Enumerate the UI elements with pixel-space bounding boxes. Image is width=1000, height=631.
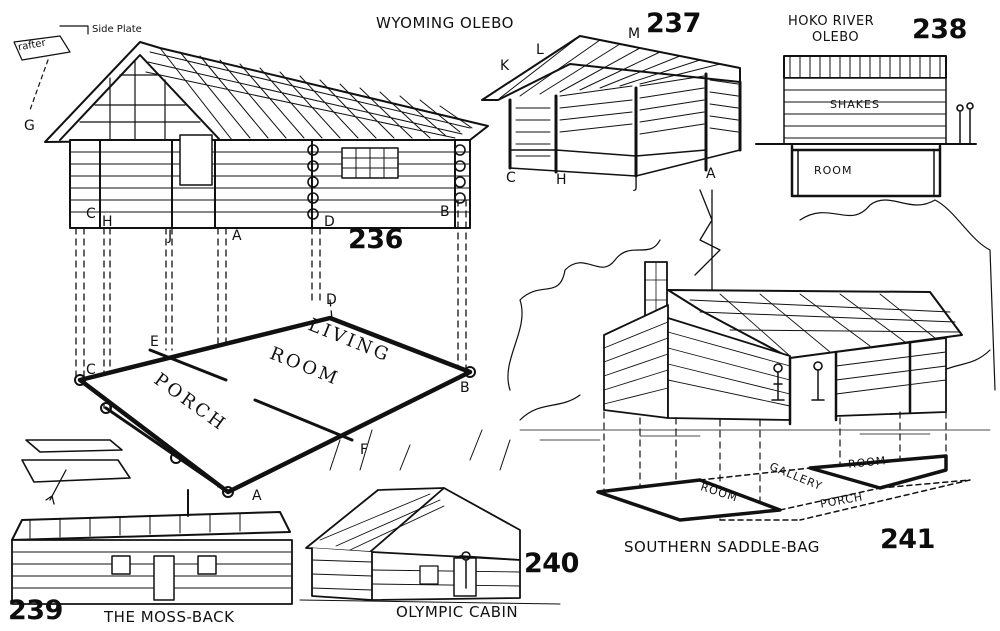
label-237-M: M — [628, 26, 641, 42]
figure-number-236: 236 — [348, 224, 403, 255]
label-E: E — [150, 334, 159, 350]
label-237-J: J — [634, 176, 639, 192]
label-237-A: A — [706, 166, 716, 182]
label-C-top: C — [86, 206, 96, 222]
label-237-K: K — [500, 58, 510, 74]
label-A-floor: A — [252, 488, 262, 504]
label-D-floor: D — [326, 292, 337, 308]
figure-number-239: 239 — [8, 595, 63, 626]
cabin-236-drawing — [13, 25, 489, 229]
figure-number-240: 240 — [524, 548, 579, 579]
caption-olympic-cabin: OLYMPIC CABIN — [396, 603, 519, 621]
caption-southern-saddle-bag: SOUTHERN SADDLE-BAG — [624, 538, 820, 556]
label-238-shakes: SHAKES — [830, 98, 880, 111]
label-237-H: H — [556, 172, 567, 188]
label-D-top: D — [324, 214, 335, 230]
label-side-plate: Side Plate — [92, 24, 142, 35]
label-G: G — [24, 118, 35, 134]
label-238-room: ROOM — [814, 164, 853, 177]
caption-hoko-river-line1: HOKO RIVER — [788, 14, 875, 29]
label-237-C: C — [506, 170, 516, 186]
label-B-floor: B — [460, 380, 470, 396]
floor-plan-241 — [596, 454, 971, 522]
label-H: H — [102, 214, 113, 230]
label-J: J — [168, 228, 173, 244]
label-C-floor: C — [86, 362, 96, 378]
caption-wyoming-olebo: WYOMING OLEBO — [376, 14, 514, 32]
label-A-top: A — [232, 228, 242, 244]
label-237-L: L — [536, 42, 544, 58]
label-F: F — [360, 442, 369, 458]
caption-hoko-river-line2: OLEBO — [812, 30, 860, 45]
figure-number-237: 237 — [646, 8, 701, 39]
olebo-237-drawing — [481, 35, 742, 178]
label-B-top: B — [440, 204, 450, 220]
mossback-239-drawing — [11, 439, 293, 605]
saddlebag-241-drawing — [507, 189, 996, 441]
figure-number-241: 241 — [880, 524, 935, 555]
floor-plan-236 — [74, 315, 476, 498]
projection-lines-241 — [603, 411, 947, 521]
olebo-238-drawing — [755, 55, 977, 198]
olympic-cabin-240-drawing — [299, 429, 561, 605]
figure-number-238: 238 — [912, 14, 967, 45]
caption-moss-back: THE MOSS-BACK — [104, 608, 235, 626]
